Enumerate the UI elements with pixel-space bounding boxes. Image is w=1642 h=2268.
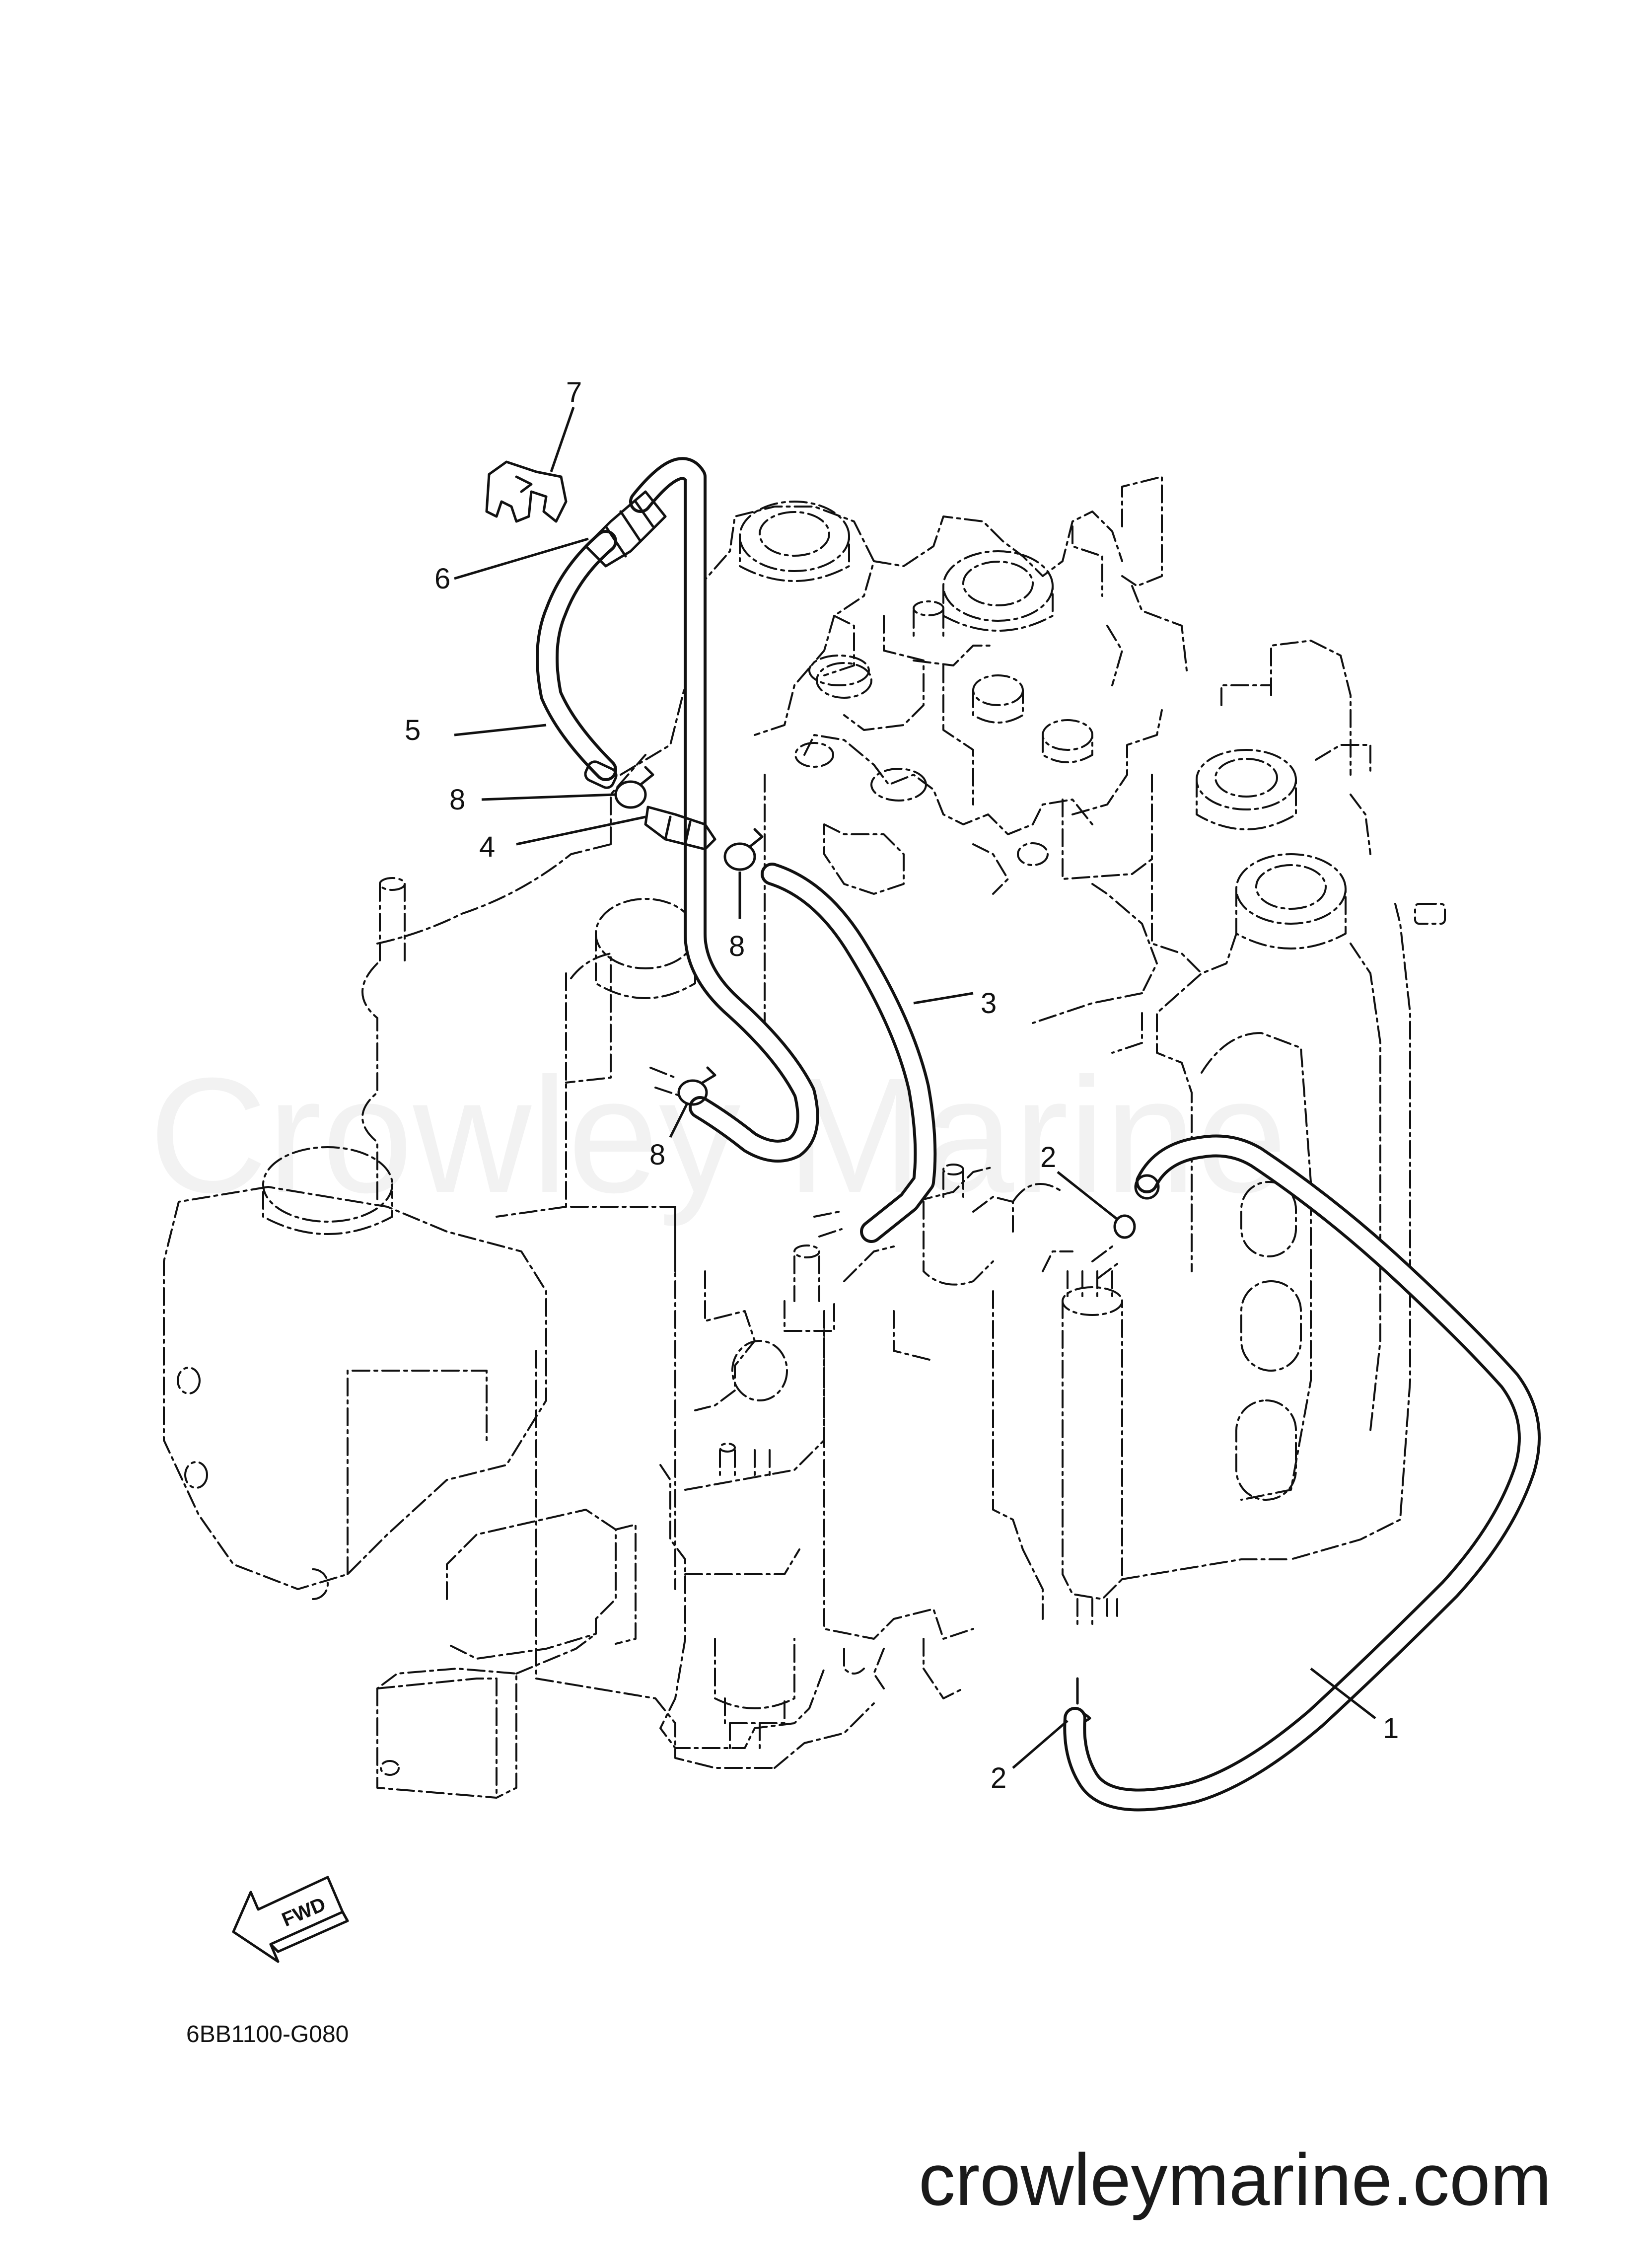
leader-lines	[454, 407, 1376, 1769]
hose-5	[536, 530, 617, 781]
clip-7	[485, 460, 568, 523]
clamp-8-upper	[614, 766, 654, 809]
clip-2-upper	[1113, 1214, 1136, 1239]
callout-5: 5	[405, 714, 421, 746]
callout-2-lower: 2	[991, 1762, 1006, 1794]
callout-8-right: 8	[729, 930, 745, 962]
website-text: crowleymarine.com	[919, 2139, 1552, 2221]
callout-8-upper: 8	[449, 784, 465, 816]
breather-hose	[629, 457, 819, 1163]
clamp-8-right	[723, 828, 764, 871]
callout-7: 7	[566, 376, 582, 409]
callout-8-lower: 8	[649, 1139, 665, 1171]
callout-labels: 1 2 2 3 4 5 6 7 8 8 8	[405, 376, 1399, 1794]
fwd-label: FWD	[279, 1893, 329, 1931]
callout-1: 1	[1383, 1712, 1399, 1745]
joint-4	[584, 760, 716, 851]
callout-6: 6	[434, 563, 450, 595]
fwd-arrow-icon: FWD	[232, 1876, 349, 1963]
placement-mark	[813, 1211, 843, 1238]
clamp-8-lower	[649, 1066, 716, 1106]
placement-mark	[1091, 1245, 1118, 1280]
hose-3	[761, 863, 937, 1243]
watermark-text: Crowley Marine	[149, 1043, 1287, 1228]
callout-3: 3	[981, 987, 997, 1020]
callout-4: 4	[479, 831, 495, 863]
sleeve-6	[584, 490, 667, 568]
diagram-code: 6BB1100-G080	[186, 2021, 349, 2048]
callout-2-upper: 2	[1040, 1141, 1056, 1173]
hose-1	[1063, 1134, 1541, 1812]
